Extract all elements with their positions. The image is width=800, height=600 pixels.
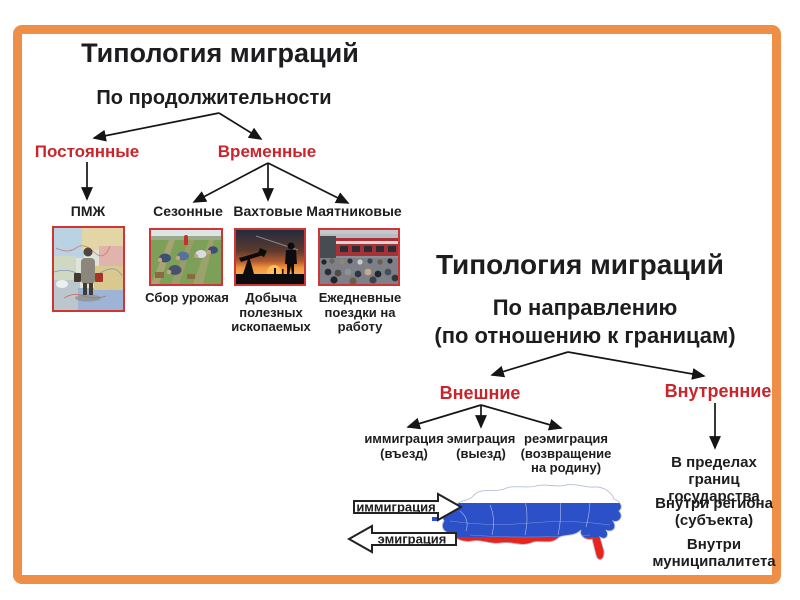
orange-frame — [13, 25, 781, 584]
caption-seasonal: Сбор урожая — [145, 290, 229, 305]
node-immigration: иммиграция (въезд) — [364, 431, 444, 461]
migrant-walking-on-map-photo — [52, 226, 125, 312]
node-internal: Внутренние — [664, 381, 772, 401]
internal-item-municipality: Внутри муниципалитета — [652, 536, 776, 570]
train-and-crowd-graphic — [320, 230, 398, 284]
commuter-train-crowd-photo — [318, 228, 400, 286]
node-emigration: эмиграция (выезд) — [446, 431, 516, 461]
node-temporary: Временные — [217, 142, 317, 161]
internal-item-state-borders: В пределах границ государства — [668, 454, 760, 505]
internal-item-region: Внутри региона (субъекта) — [655, 495, 773, 529]
node-pmzh: ПМЖ — [70, 203, 106, 219]
right-diagram-subtitle-line2: (по отношению к границам) — [434, 323, 736, 348]
node-permanent: Постоянные — [34, 142, 140, 161]
immigration-arrow-label: иммиграция — [356, 500, 435, 515]
russia-flag-map — [430, 481, 630, 569]
caption-pendulum: Ежедневные поездки на работу — [318, 290, 402, 335]
node-external: Внешние — [439, 383, 521, 403]
left-diagram-subtitle: По продолжительности — [96, 87, 332, 109]
field-harvest-graphic — [151, 230, 221, 284]
emigration-arrow-label: эмиграция — [378, 532, 447, 547]
pumpjack-silhouette-graphic — [236, 230, 304, 284]
map-with-walking-person-graphic — [54, 228, 123, 310]
russia-map-graphic — [432, 484, 622, 561]
node-seasonal: Сезонные — [153, 203, 223, 219]
emigration-arrow-callout: эмиграция — [346, 524, 458, 554]
node-pendulum: Маятниковые — [306, 203, 402, 219]
caption-shift-work: Добыча полезных ископаемых — [231, 290, 311, 335]
right-arrow-icon: иммиграция — [353, 492, 464, 522]
left-diagram-title: Типология миграций — [81, 38, 359, 68]
oil-pumpjack-sunset-photo — [234, 228, 306, 286]
left-arrow-icon: эмиграция — [346, 524, 457, 554]
node-re-emigration: реэмиграция (возвращение на родину) — [520, 431, 612, 476]
node-shift-work: Вахтовые — [233, 203, 303, 219]
harvest-workers-field-photo — [149, 228, 223, 286]
right-diagram-title: Типология миграций — [436, 249, 724, 280]
immigration-arrow-callout: иммиграция — [352, 492, 464, 522]
right-diagram-subtitle-line1: По направлению — [492, 295, 678, 320]
